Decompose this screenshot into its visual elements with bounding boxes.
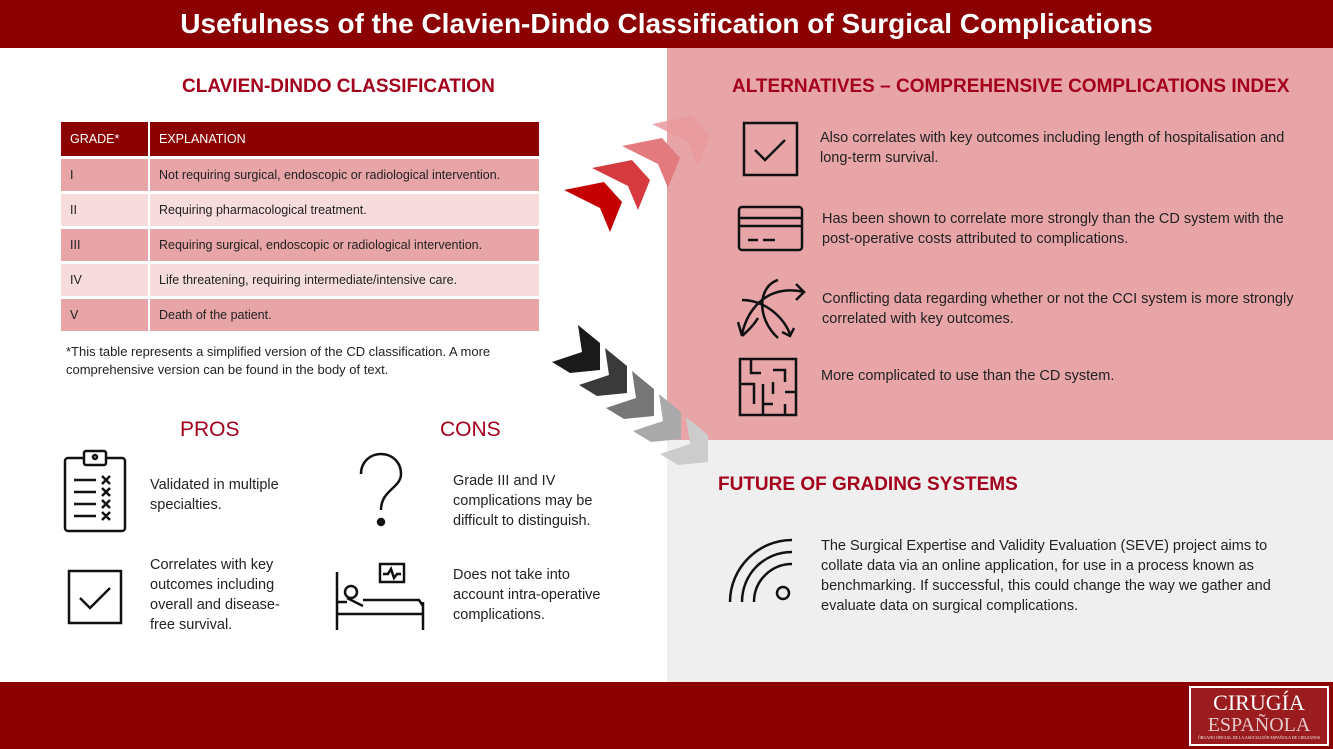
alternatives-item-text: Also correlates with key outcomes includ… [820,130,1285,166]
alternatives-item-text: More complicated to use than the CD syst… [821,368,1115,384]
table-footnote: *This table represents a simplified vers… [66,344,491,377]
grade: IV [61,264,150,296]
alternatives-heading: ALTERNATIVES – COMPREHENSIVE COMPLICATIO… [732,76,1290,97]
grey-chevron-arrows-icon [552,325,708,465]
logo-line3: ÓRGANO OFICIAL DE LA ASOCIACIÓN ESPAÑOLA… [1197,735,1321,740]
checkbox-icon [67,569,123,625]
clipboard-checklist-icon [63,449,127,533]
classification-heading: CLAVIEN-DINDO CLASSIFICATION [182,76,495,97]
red-chevron-arrows-icon [564,116,710,232]
page-title: Usefulness of the Clavien-Dindo Classifi… [0,0,1333,48]
pros-item-text: Correlates with key outcomes including o… [150,557,280,633]
logo-line1: CIRUGÍA [1213,690,1305,715]
explanation: Life threatening, requiring intermediate… [150,264,541,296]
explanation: Death of the patient. [150,299,541,331]
grade: II [61,194,150,226]
pros-item-text: Validated in multiple specialties. [150,477,279,513]
question-mark-icon [359,452,403,527]
col-grade: GRADE* [61,122,150,156]
checkbox-icon [742,121,799,177]
cons-item-text: Grade III and IV complications may be di… [453,473,593,529]
footer-bar [0,682,1333,749]
future-panel [667,440,1333,682]
pros-heading: PROS [180,418,240,441]
explanation: Requiring surgical, endoscopic or radiol… [150,229,541,261]
future-heading: FUTURE OF GRADING SYSTEMS [718,474,1018,495]
hospital-bed-icon [335,562,425,630]
conflicting-arrows-icon [736,278,806,339]
explanation: Requiring pharmacological treatment. [150,194,541,226]
wifi-signal-icon [728,538,793,603]
alternatives-panel [667,48,1333,440]
explanation: Not requiring surgical, endoscopic or ra… [150,159,541,191]
credit-card-icon [737,205,804,252]
grade: I [61,159,150,191]
grade: III [61,229,150,261]
cons-heading: CONS [440,418,501,441]
alternatives-item-text: Has been shown to correlate more strongl… [822,211,1284,247]
maze-icon [738,357,798,417]
journal-logo: CIRUGÍA ESPAÑOLA ÓRGANO OFICIAL DE LA AS… [1189,686,1329,746]
cons-item-text: Does not take into account intra-operati… [453,567,601,623]
alternatives-item-text: Conflicting data regarding whether or no… [822,291,1294,327]
logo-line2: ESPAÑOLA [1207,714,1311,736]
future-text: The Surgical Expertise and Validity Eval… [821,538,1271,614]
col-explanation: EXPLANATION [150,122,541,156]
grade: V [61,299,150,331]
